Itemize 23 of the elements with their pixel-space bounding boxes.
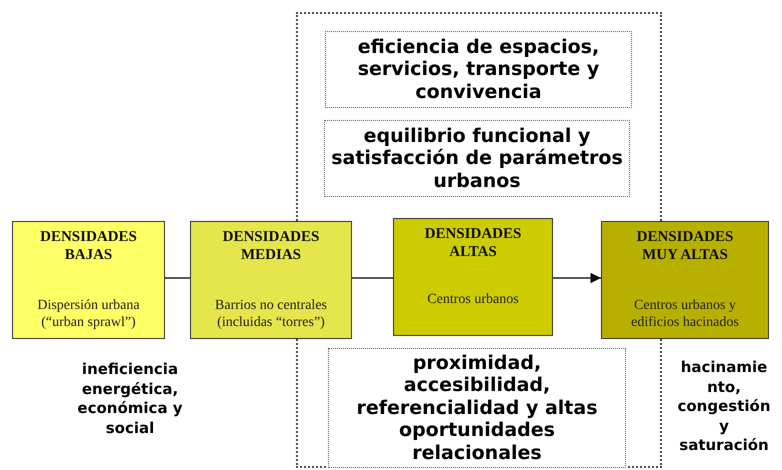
dotted-note-box — [324, 120, 630, 197]
note-text: proximidad, accesibilidad, referencialidad y altas oportunidades relacionales — [356, 352, 598, 464]
connector-line — [553, 272, 601, 284]
box-heading: DENSIDADES MEDIAS — [222, 228, 320, 264]
box-description: Centros urbanos y edificios hacinados — [630, 298, 740, 332]
box-heading: DENSIDADES BAJAS — [39, 228, 138, 264]
dotted-note-box — [325, 31, 632, 108]
density-box — [190, 221, 352, 339]
note-text: hacinamie nto, congestión y saturación — [676, 358, 772, 456]
note-text: equilibrio funcional y satisfacción de parámetros urbanos — [330, 124, 624, 192]
density-box — [12, 221, 165, 339]
box-description: Barrios no centrales (incluidas “torres”) — [214, 298, 328, 332]
density-box — [393, 218, 553, 336]
density-box — [601, 221, 769, 339]
connector-line — [352, 277, 393, 279]
box-heading: DENSIDADES ALTAS — [424, 225, 522, 261]
note-text: eficiencia de espacios, servicios, transporte y convivencia — [356, 36, 600, 104]
connector-line — [165, 277, 190, 279]
box-heading: DENSIDADES MUY ALTAS — [636, 228, 734, 264]
note-text: ineficiencia energética, económica y social — [76, 360, 184, 438]
dotted-note-box — [328, 348, 626, 468]
box-description: Dispersión urbana (“urban sprawl”) — [36, 298, 141, 332]
box-description: Centros urbanos — [427, 292, 519, 309]
